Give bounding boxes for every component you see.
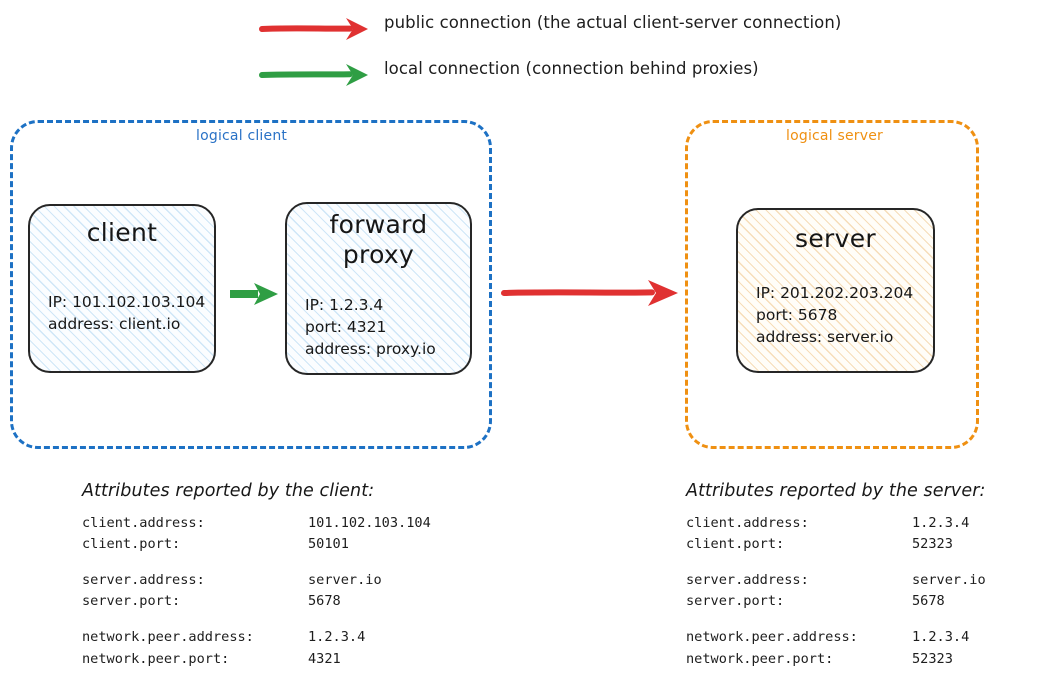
attribute-value: server.io: [912, 572, 986, 589]
table-row: server.address: server.io: [686, 570, 986, 591]
server-node-port: port: 5678: [756, 306, 838, 324]
attribute-key: network.peer.address:: [686, 629, 858, 646]
attribute-key: network.peer.port:: [686, 650, 834, 667]
table-row: client.port: 50101: [82, 534, 431, 555]
attribute-value: 1.2.3.4: [308, 629, 366, 646]
client-node-address: address: client.io: [48, 315, 181, 333]
table-row: network.peer.address: 1.2.3.4: [686, 627, 986, 648]
table-row: network.peer.port: 4321: [82, 649, 431, 670]
server-node-title: server: [795, 224, 876, 253]
attribute-value: 4321: [308, 650, 341, 667]
forward-proxy-node-port: port: 4321: [305, 318, 387, 336]
table-row: network.peer.port: 52323: [686, 649, 986, 670]
forward-proxy-node-address: address: proxy.io: [305, 340, 436, 358]
table-row: client.address: 1.2.3.4: [686, 513, 986, 534]
attribute-key: client.address:: [82, 515, 205, 531]
forward-proxy-node-ip: IP: 1.2.3.4: [305, 296, 384, 314]
client-node-ip: IP: 101.102.103.104: [48, 293, 206, 311]
legend-public-connection-arrow-icon: [259, 18, 368, 40]
client-node[interactable]: client IP: 101.102.103.104 address: clie…: [28, 204, 216, 373]
attribute-key: server.address:: [686, 572, 809, 589]
forward-proxy-node[interactable]: forward proxy IP: 1.2.3.4 port: 4321 add…: [285, 202, 472, 375]
attribute-value: 52323: [912, 536, 953, 553]
attribute-value: 101.102.103.104: [308, 515, 431, 531]
forward-proxy-node-properties: IP: 1.2.3.4 port: 4321 address: proxy.io: [305, 294, 436, 360]
legend-public-connection-label: public connection (the actual client-ser…: [384, 13, 842, 32]
attribute-value: server.io: [308, 572, 382, 589]
server-attributes-heading: Attributes reported by the server:: [686, 481, 986, 501]
forward-proxy-node-title: forward proxy: [287, 210, 470, 269]
attribute-key: network.peer.address:: [82, 629, 254, 646]
logical-server-label: logical server: [786, 128, 883, 144]
client-node-title: client: [86, 218, 158, 247]
legend-local-connection-arrow-icon: [259, 64, 368, 86]
legend-local-connection-label: local connection (connection behind prox…: [384, 59, 759, 78]
server-node-properties: IP: 201.202.203.204 port: 5678 address: …: [756, 282, 913, 348]
table-row-spacer: [82, 612, 431, 627]
forward-proxy-title-line-2: proxy: [342, 239, 415, 269]
client-node-properties: IP: 101.102.103.104 address: client.io: [48, 291, 205, 335]
attribute-key: network.peer.port:: [82, 650, 230, 667]
attribute-value: 5678: [912, 593, 945, 610]
table-row: server.port: 5678: [686, 591, 986, 612]
logical-client-label: logical client: [196, 128, 288, 144]
attribute-key: client.port:: [686, 536, 785, 553]
client-attributes-block: Attributes reported by the client: clien…: [82, 481, 431, 670]
table-row-spacer: [686, 555, 986, 570]
table-row: client.address: 101.102.103.104: [82, 513, 431, 534]
server-attributes-block: Attributes reported by the server: clien…: [686, 481, 986, 670]
logical-server-container: [685, 120, 979, 449]
table-row: server.port: 5678: [82, 591, 431, 612]
attribute-value: 1.2.3.4: [912, 515, 970, 531]
client-attributes-heading: Attributes reported by the client:: [82, 481, 375, 501]
attribute-key: client.address:: [686, 515, 809, 531]
table-row: client.port: 52323: [686, 534, 986, 555]
server-node[interactable]: server IP: 201.202.203.204 port: 5678 ad…: [736, 208, 935, 373]
server-node-address: address: server.io: [756, 328, 894, 346]
table-row-spacer: [686, 612, 986, 627]
forward-proxy-title-line-1: forward: [329, 210, 428, 239]
server-attributes-table: client.address: 1.2.3.4 client.port: 523…: [686, 513, 986, 670]
attribute-key: client.port:: [82, 536, 181, 553]
attribute-value: 52323: [912, 650, 953, 667]
connector-proxy-to-server-arrow-icon: [501, 280, 678, 306]
attribute-value: 1.2.3.4: [912, 629, 970, 646]
table-row-spacer: [82, 555, 431, 570]
server-node-ip: IP: 201.202.203.204: [756, 284, 914, 302]
table-row: server.address: server.io: [82, 570, 431, 591]
client-attributes-table: client.address: 101.102.103.104 client.p…: [82, 513, 431, 670]
connector-client-to-proxy-arrow-icon: [230, 283, 278, 305]
attribute-key: server.port:: [82, 593, 181, 610]
table-row: network.peer.address: 1.2.3.4: [82, 627, 431, 648]
attribute-value: 50101: [308, 536, 349, 553]
attribute-key: server.port:: [686, 593, 785, 610]
attribute-value: 5678: [308, 593, 341, 610]
logical-client-container: [10, 120, 492, 449]
attribute-key: server.address:: [82, 572, 205, 589]
